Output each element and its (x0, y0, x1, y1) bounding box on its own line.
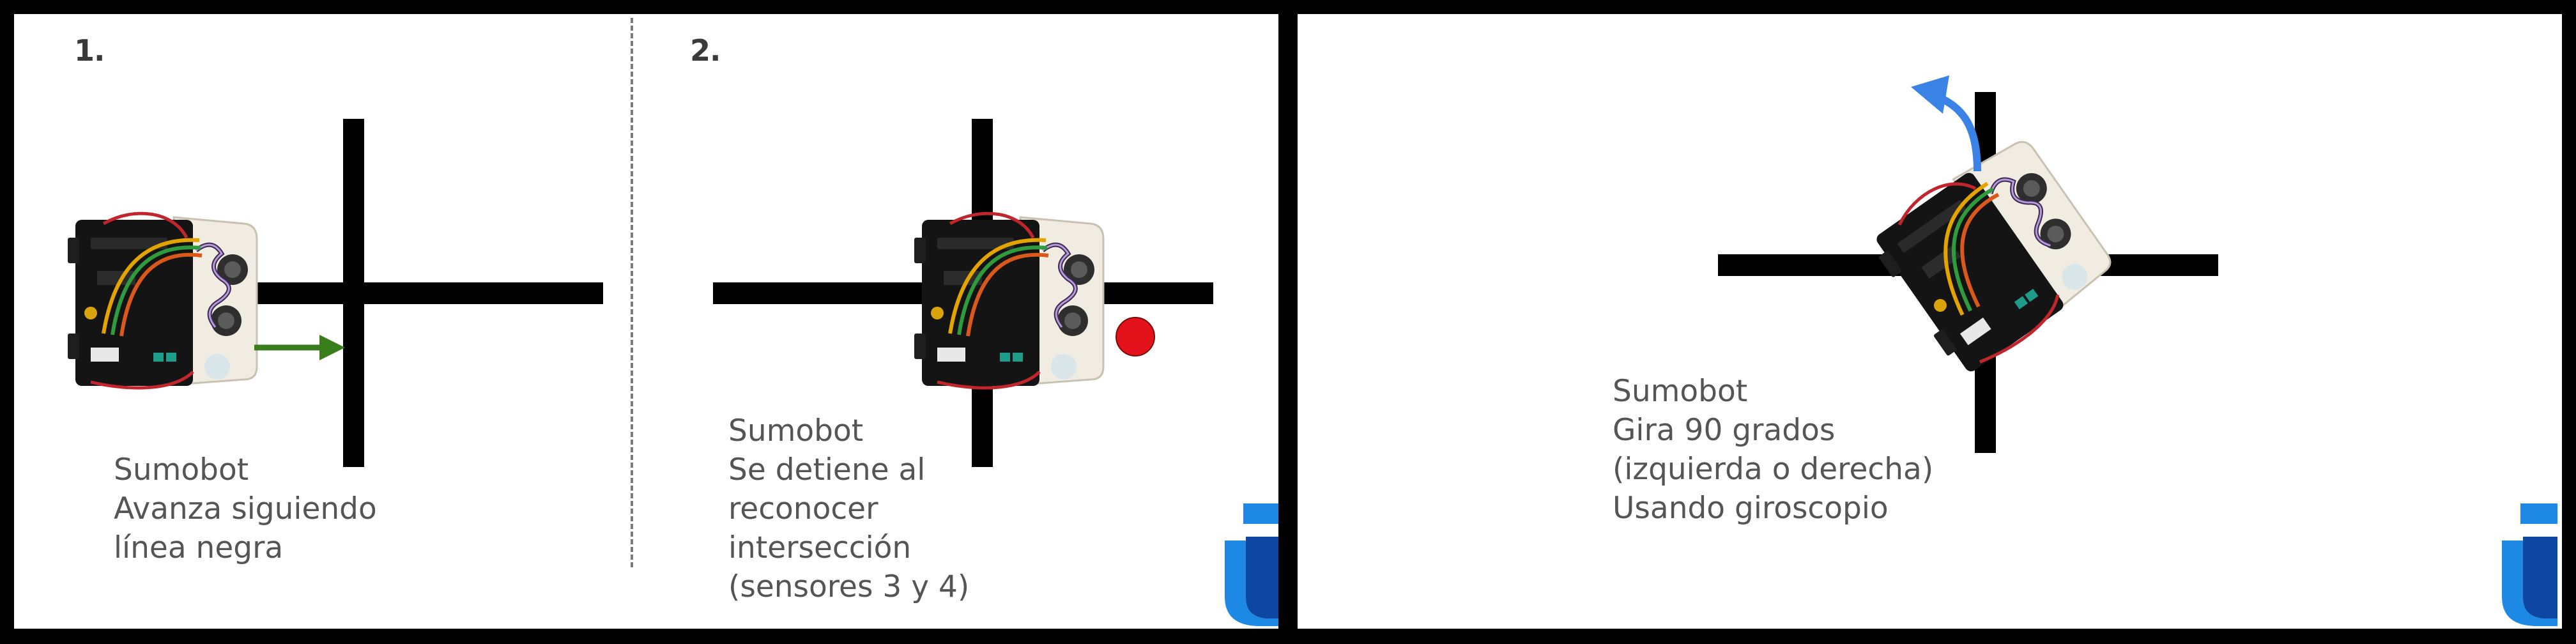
step-2-caption-line: (sensores 3 y 4) (728, 569, 970, 604)
step-3-caption-line: (izquierda o derecha) (1613, 452, 1934, 487)
turn-arrow-icon (1911, 75, 1981, 172)
brand-logo-icon (1225, 503, 1278, 626)
step-2-caption-line: Se detiene al (728, 452, 926, 487)
step-1-caption: Sumobot Avanza siguiendo línea negra (114, 450, 377, 567)
step-3-caption-line: Usando giroscopio (1613, 491, 1889, 526)
step-3-caption: Sumobot Gira 90 grados (izquierda o dere… (1613, 372, 1933, 528)
brand-logo-icon (2502, 503, 2557, 626)
step-2-caption-line: reconocer (728, 491, 878, 526)
step-1-caption-line: Sumobot (114, 452, 249, 487)
forward-arrow-icon (254, 335, 345, 360)
step-2-caption: Sumobot Se detiene al reconocer intersec… (728, 411, 969, 606)
steps-1-2-panel: 1. Sumobot Avanza siguiendo línea negra … (14, 14, 1278, 629)
robot-icon (912, 199, 1123, 391)
step-1-caption-line: Avanza siguiendo (114, 491, 377, 526)
step-1-number: 1. (74, 33, 105, 68)
track-horizontal-1 (225, 282, 603, 304)
step-3-panel: Sumobot Gira 90 grados (izquierda o dere… (1298, 14, 2562, 629)
step-2-number: 2. (690, 33, 721, 68)
step-divider (631, 18, 633, 567)
step-2-caption-line: Sumobot (728, 413, 864, 448)
step-3-caption-line: Gira 90 grados (1613, 413, 1836, 448)
robot-icon (65, 199, 276, 391)
step-3-caption-line: Sumobot (1613, 374, 1748, 409)
step-2-caption-line: intersección (728, 530, 912, 565)
sensor-dot-icon (1116, 317, 1155, 356)
step-1-caption-line: línea negra (114, 530, 284, 565)
